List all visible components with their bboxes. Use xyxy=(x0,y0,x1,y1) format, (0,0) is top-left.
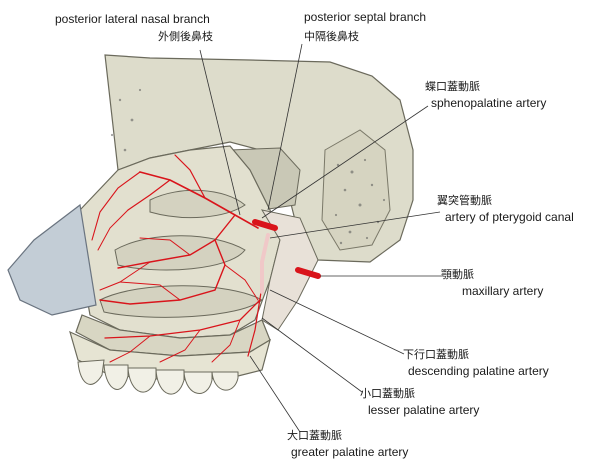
label-en: maxillary artery xyxy=(462,284,544,298)
label-en: posterior septal branch xyxy=(304,10,427,24)
leader-lines xyxy=(199,43,442,433)
bone-texture xyxy=(110,88,386,245)
inferior-turbinate xyxy=(99,285,263,318)
middle-turbinate xyxy=(114,235,246,271)
label-zh: 大口蓋動脈 xyxy=(287,429,342,442)
label-zh: 顎動脈 xyxy=(441,268,474,281)
label-en: descending palatine artery xyxy=(408,364,549,378)
label-greater-palatine-artery: 大口蓋動脈 greater palatine artery xyxy=(287,428,408,460)
label-en: posterior lateral nasal branch xyxy=(55,12,210,26)
label-sphenopalatine-artery: 蝶口蓋動脈 sphenopalatine artery xyxy=(425,79,546,111)
label-posterior-septal-branch: posterior septal branch 中隔後鼻枝 xyxy=(304,10,426,44)
maxillary-artery-trunk xyxy=(252,219,321,279)
label-artery-of-pterygoid-canal: 翼突管動脈 artery of pterygoid canal xyxy=(437,193,574,225)
teeth xyxy=(77,359,239,395)
spongy-bone xyxy=(321,129,391,251)
label-en: lesser palatine artery xyxy=(368,403,480,417)
label-zh: 小口蓋動脈 xyxy=(360,387,415,400)
nasal-cartilage xyxy=(7,203,97,316)
label-zh: 外側後鼻枝 xyxy=(158,30,213,43)
label-zh: 蝶口蓋動脈 xyxy=(425,80,480,93)
label-descending-palatine-artery: 下行口蓋動脈 descending palatine artery xyxy=(403,347,549,379)
label-zh: 翼突管動脈 xyxy=(437,194,492,207)
label-en: greater palatine artery xyxy=(291,445,409,459)
label-lesser-palatine-artery: 小口蓋動脈 lesser palatine artery xyxy=(360,386,479,418)
label-posterior-lateral-nasal-branch: posterior lateral nasal branch 外側後鼻枝 xyxy=(55,12,213,44)
superior-turbinate xyxy=(149,189,246,219)
label-maxillary-artery: 顎動脈 maxillary artery xyxy=(441,267,543,299)
label-zh: 下行口蓋動脈 xyxy=(403,348,469,361)
artery-network xyxy=(91,154,263,363)
label-en: artery of pterygoid canal xyxy=(445,210,574,224)
label-zh: 中隔後鼻枝 xyxy=(304,30,359,43)
label-en: sphenopalatine artery xyxy=(431,96,547,110)
descending-palatine-course xyxy=(260,233,270,294)
